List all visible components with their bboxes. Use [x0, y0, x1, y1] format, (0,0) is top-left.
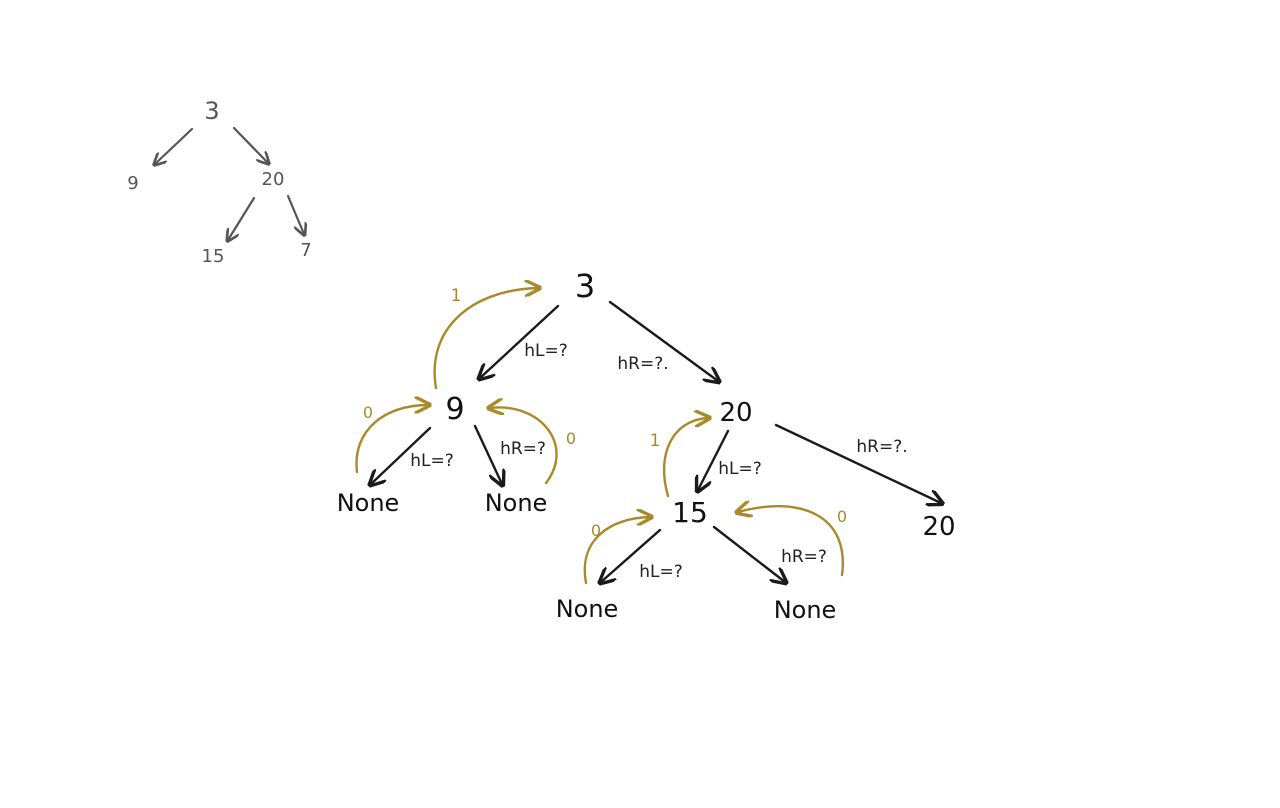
- edge-label-15-left: hL=?: [639, 562, 683, 582]
- return-value-left-none-9: 0: [363, 403, 373, 422]
- edge-15-none-left: [601, 528, 662, 582]
- return-arc-none-to-15-left: [583, 517, 650, 585]
- node-none-15-right: None: [774, 596, 837, 624]
- small-node-7: 7: [300, 240, 311, 261]
- edge-15-none-right: [712, 525, 785, 582]
- return-value-left-none-15: 0: [591, 521, 601, 540]
- node-none-9-right: None: [485, 489, 548, 517]
- return-arc-none-to-15-right: [738, 506, 845, 577]
- edge-label-9-left: hL=?: [410, 451, 454, 471]
- edge-label-root-left: hL=?: [524, 341, 568, 361]
- edge-3-9: [480, 304, 560, 378]
- small-node-9: 9: [127, 173, 138, 194]
- edge-3-20: [608, 300, 718, 381]
- small-tree: 3 9 20 15 7: [127, 97, 311, 267]
- node-root-3: 3: [575, 267, 595, 305]
- small-edge-3-9: [155, 127, 194, 164]
- return-arc-15-to-20: [662, 418, 708, 498]
- return-value-15-to-20: 1: [650, 431, 661, 451]
- return-value-9-to-3: 1: [451, 286, 462, 306]
- edge-label-9-right: hR=?: [500, 439, 546, 459]
- main-tree: 1 0 0 1 0 0 hL=? hR=?. hL=? hR=? hL=? hR…: [337, 267, 956, 624]
- node-none-9-left: None: [337, 489, 400, 517]
- return-arc-none-to-9-left: [355, 405, 428, 474]
- node-20-leaf: 20: [922, 512, 955, 542]
- small-edge-20-7: [286, 194, 304, 234]
- node-15: 15: [672, 496, 708, 529]
- small-node-15: 15: [202, 246, 225, 267]
- return-arc-9-to-3: [433, 288, 538, 390]
- node-9: 9: [445, 392, 464, 427]
- edge-9-none-right: [473, 424, 502, 484]
- small-node-20: 20: [262, 169, 285, 190]
- edge-label-20-right: hR=?.: [856, 437, 907, 457]
- small-node-root: 3: [204, 97, 219, 125]
- edge-label-15-right: hR=?: [781, 547, 827, 567]
- small-edge-20-15: [228, 196, 256, 240]
- edge-20-15: [698, 429, 730, 490]
- return-arc-none-to-9-right: [490, 407, 558, 485]
- edge-label-20-left: hL=?: [718, 459, 762, 479]
- return-value-right-none-15: 0: [837, 507, 847, 526]
- edge-20-20: [774, 423, 941, 503]
- node-none-15-left: None: [556, 595, 619, 623]
- node-20: 20: [719, 398, 752, 428]
- edge-label-root-right: hR=?.: [617, 354, 668, 374]
- return-value-right-none-9: 0: [566, 429, 576, 448]
- edge-9-none-left: [371, 426, 432, 484]
- small-edge-3-20: [232, 126, 268, 163]
